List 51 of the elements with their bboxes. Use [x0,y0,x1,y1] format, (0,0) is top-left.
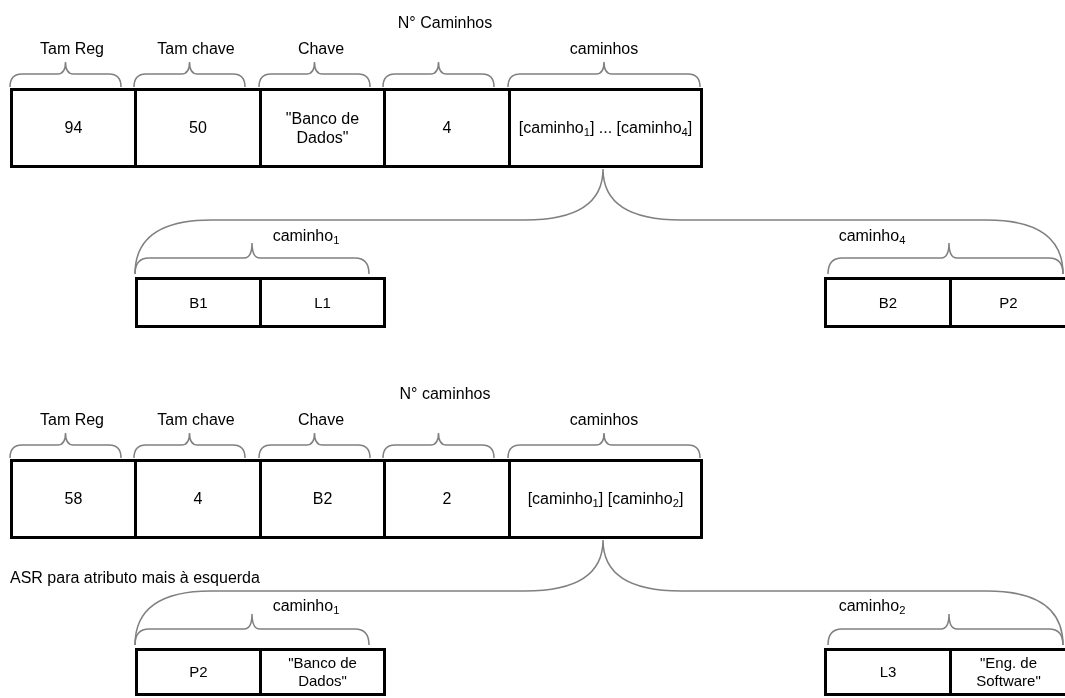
record-field-cell [824,277,952,328]
record-field-cell [259,648,386,696]
record-field-cell [949,277,1065,328]
field-label: Chave [297,39,345,59]
record-field-cell [949,648,1065,696]
field-value: [caminho$_{1}$] ... [caminho$_{4}$] [518,118,693,138]
note-text: ASR para atributo mais à esquerda [10,568,260,588]
field-value: "Banco de Dados" [287,654,358,690]
field-label: Tam chave [157,39,235,59]
field-label: caminho$_{1}$ [272,226,340,246]
record-field-cell [135,648,262,696]
field-value: 2 [442,489,452,509]
field-value: P2 [189,663,208,681]
field-value: B1 [189,293,208,312]
field-value: 50 [189,118,207,138]
record-field-cell [135,277,262,328]
record-field-cell [824,648,952,696]
field-label: caminho$_{4}$ [838,226,906,246]
field-value: P2 [999,293,1018,312]
record-field-cell [10,88,137,168]
field-value: "Banco de Dados" [284,108,361,148]
record-field-cell [508,459,703,539]
field-label: caminhos [569,410,639,430]
record-field-cell [134,459,262,539]
record-field-cell [508,88,703,168]
field-value: 4 [442,118,452,138]
record-field-cell [259,88,386,168]
field-label: Tam chave [157,410,235,430]
field-value: [caminho$_{1}$] [caminho$_{2}$] [527,489,684,509]
field-label: caminho$_{2}$ [838,596,906,616]
field-value: L3 [879,663,897,681]
field-value: B2 [312,489,333,509]
record-field-cell [259,277,386,328]
record-field-cell [383,88,511,168]
field-value: 94 [64,118,83,138]
field-value: B2 [878,293,898,312]
field-label: caminho$_{1}$ [272,596,340,616]
record-field-cell [259,459,386,539]
field-value: L1 [314,293,331,312]
field-value: 58 [64,489,83,509]
field-label: Tam Reg [40,39,104,59]
field-label: N° caminhos [398,384,492,404]
record-field-cell [134,88,262,168]
field-label: Chave [297,410,345,430]
record-field-cell [10,459,137,539]
field-value: 4 [193,489,203,509]
field-label: Tam Reg [40,410,104,430]
record-field-cell [383,459,511,539]
field-value: "Eng. de Software" [975,654,1042,690]
field-label: caminhos [569,39,639,59]
field-label: N° Caminhos [396,13,494,33]
